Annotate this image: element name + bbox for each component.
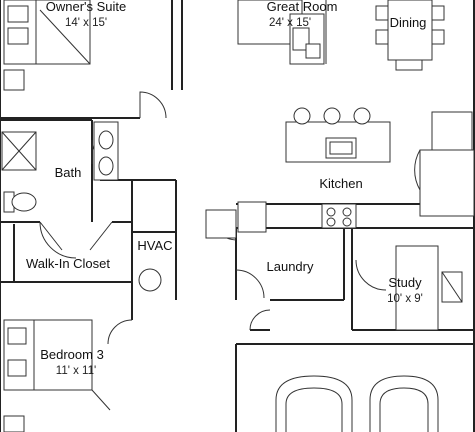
- bath-name: Bath: [55, 165, 82, 180]
- study-desk: [395, 245, 463, 331]
- owners-suite-size: 14' x 15': [65, 17, 107, 29]
- walk-in-closet-name: Walk-In Closet: [26, 256, 110, 271]
- study-size: 10' x 9': [387, 293, 423, 305]
- garage-cars: [275, 375, 439, 432]
- bedroom-3-name: Bedroom 3: [40, 347, 104, 362]
- bedroom-3-size: 11' x 11': [56, 365, 96, 377]
- great-room-name: Great Room: [267, 0, 338, 14]
- dining-name: Dining: [390, 15, 427, 30]
- bath-fixtures: [1, 121, 119, 213]
- kitchen-island: [285, 107, 391, 163]
- hvac-unit: [138, 268, 162, 292]
- room-labels: Owner's Suite 14' x 15' Great Room 24' x…: [26, 0, 426, 377]
- dining-table: [375, 0, 445, 71]
- great-room-size: 24' x 15': [269, 17, 311, 29]
- owners-suite-bed: [3, 0, 91, 91]
- bedroom-3-bed: [3, 319, 111, 432]
- hvac-name: HVAC: [137, 238, 172, 253]
- kitchen-name: Kitchen: [319, 176, 362, 191]
- owners-suite-name: Owner's Suite: [46, 0, 127, 14]
- great-room-furniture: [237, 0, 327, 65]
- study-name: Study: [388, 275, 422, 290]
- kitchen-pantry: [321, 111, 475, 229]
- laundry-name: Laundry: [267, 259, 314, 274]
- laundry-fixtures: [205, 201, 267, 239]
